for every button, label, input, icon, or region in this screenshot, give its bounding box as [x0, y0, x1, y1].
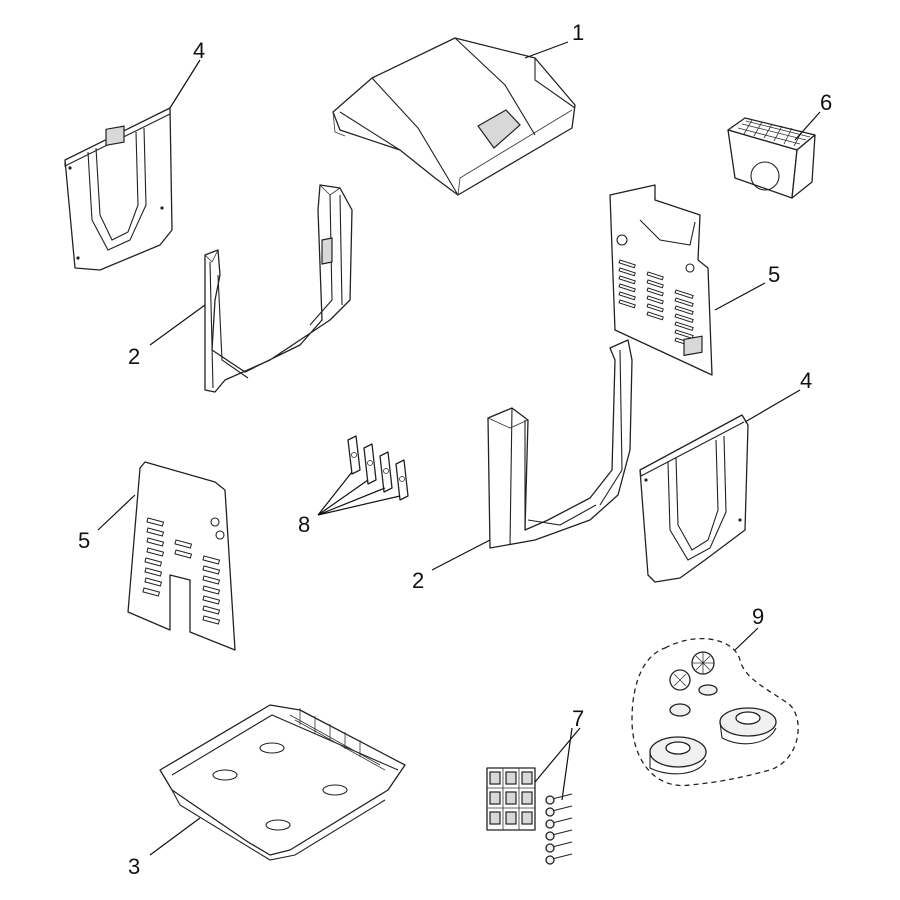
callout-4-upper: 4 [193, 38, 205, 63]
callout-2-lower: 2 [412, 568, 424, 593]
callout-8: 8 [298, 512, 310, 537]
part-top-cover [332, 37, 576, 196]
callout-3: 3 [128, 854, 140, 879]
leader-lines [97, 41, 821, 856]
part-clips [347, 435, 409, 501]
callout-1: 1 [572, 20, 584, 45]
part-front-panel-right [639, 335, 749, 583]
part-u-frame-upper [204, 184, 353, 393]
part-grille-box [727, 117, 816, 199]
callout-labels: 1 2 2 3 4 4 5 5 6 7 8 9 [78, 20, 832, 879]
callout-4-right: 4 [800, 368, 812, 393]
part-vent-panel-left [127, 461, 236, 651]
callout-6: 6 [820, 90, 832, 115]
part-grommet-kit [631, 638, 799, 787]
callout-5-left: 5 [78, 528, 90, 553]
callout-5-right: 5 [768, 262, 780, 287]
part-front-panel-left [64, 107, 173, 271]
part-u-frame-lower [487, 339, 633, 549]
callout-7: 7 [572, 706, 584, 731]
part-fasteners [486, 767, 573, 865]
callout-9: 9 [752, 604, 764, 629]
part-base-tray [159, 704, 406, 861]
callout-2-upper: 2 [128, 344, 140, 369]
